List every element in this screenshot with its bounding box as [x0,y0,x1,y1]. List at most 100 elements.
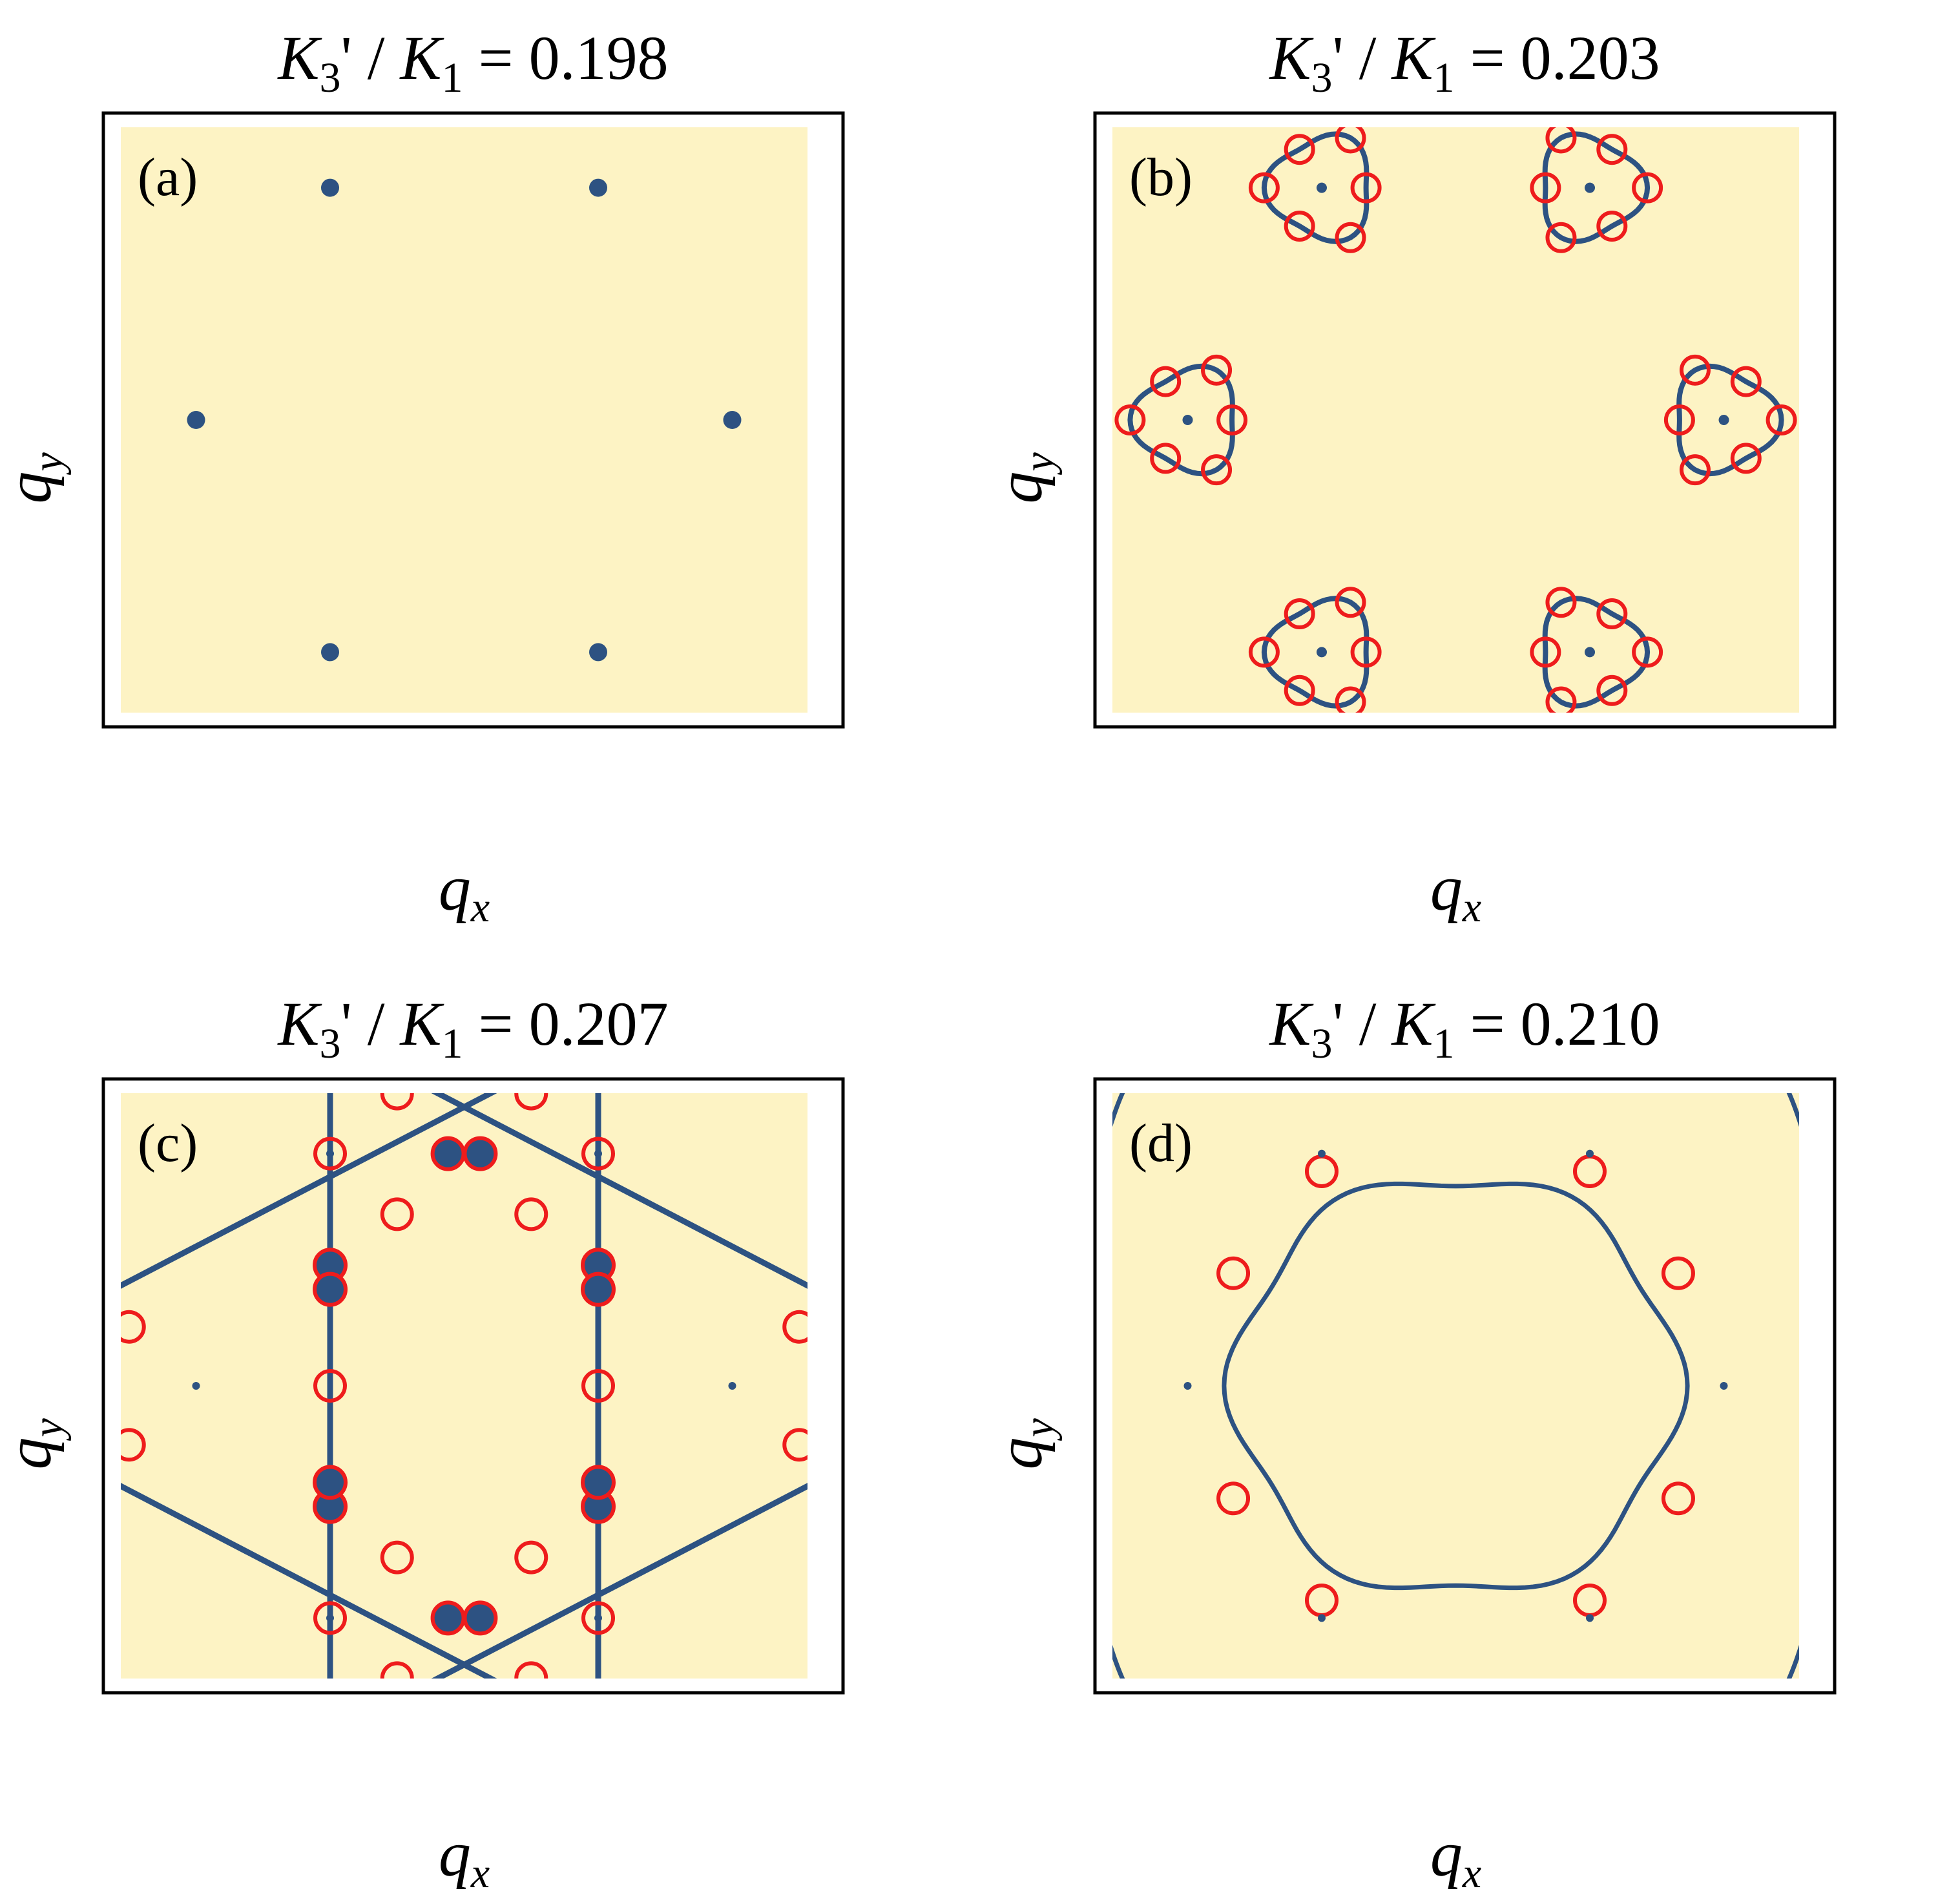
panel-a: (a) K3' / K1 = 0.198 qx qy [0,23,845,931]
open-circle-marker [977,1371,1007,1401]
fermi-pocket-curve [1542,596,1651,709]
x-axis-label: qx [439,852,490,931]
panel-label: (a) [138,147,198,207]
filled-node [432,1138,464,1169]
open-circle-marker [1632,636,1663,668]
open-circle-marker [1335,587,1366,618]
open-circle-marker [581,1465,616,1500]
filled-node [583,1273,614,1305]
plot-area [977,1093,1934,1734]
panel-title: K3' / K1 = 0.207 [276,989,668,1067]
open-circle-marker [782,1428,808,1462]
x-axis-label: qx [1430,1818,1481,1897]
filled-node [464,1602,496,1634]
open-circle-marker [1066,1556,1096,1585]
k-point-marker [1586,1149,1594,1158]
filled-node [985,1370,1016,1401]
open-circle-marker [985,1370,1016,1401]
fermi-pocket-curve [1127,363,1235,477]
open-circle-marker [1284,211,1315,242]
open-circle-marker [1730,366,1762,397]
open-circle-marker [1596,211,1628,242]
open-circle-marker [1248,172,1280,204]
open-circle-marker [1216,1481,1251,1516]
open-circle-marker [1284,675,1315,706]
k-point-marker [723,411,742,429]
k-point-marker [326,1614,334,1622]
central-fermi-surface [1222,1181,1690,1591]
open-circle-marker [1150,443,1182,474]
open-circle-marker [380,1197,414,1231]
panel-title: K3' / K1 = 0.210 [1268,989,1660,1067]
open-circle-marker [1632,172,1663,204]
panel-frame [101,111,845,729]
open-circle-marker [313,1369,347,1403]
open-circle-marker [313,1465,348,1500]
open-circle-marker [1335,222,1366,253]
open-circle-marker [1545,587,1577,618]
y-axis-label: qy [0,1418,72,1470]
open-circle-marker [514,1540,548,1574]
open-circle-marker [1661,1481,1695,1516]
panel-label: (c) [138,1113,198,1173]
filled-node [315,1467,346,1498]
y-axis-label: qy [0,452,72,504]
open-circle-marker [1216,404,1248,435]
k-point-marker [192,1382,200,1390]
open-circle-marker [1596,134,1628,165]
open-circle-marker [313,1136,347,1171]
open-circle-marker [1904,1371,1934,1401]
filled-node [464,1138,496,1169]
filled-node [583,1491,614,1522]
filled-node [583,1719,614,1750]
plot-background [121,1093,808,1679]
open-circle-marker [1248,636,1280,668]
y-axis-label: qy [984,452,1063,504]
open-circle-marker [1663,404,1695,435]
open-circle-marker [313,1271,348,1307]
open-circle-marker [1350,172,1382,204]
open-circle-marker [514,1197,548,1231]
open-circle-marker [1545,686,1577,713]
panel-frame [101,1077,845,1695]
k-point-marker [1585,647,1595,658]
y-axis-label: qy [984,1418,1063,1470]
fermi-pocket-curve [1261,131,1370,244]
open-circle-marker [121,1310,146,1344]
open-circle-marker [1596,675,1628,706]
open-circle-marker [1360,1700,1390,1730]
open-circle-marker [1066,1186,1096,1216]
k-point-marker [1182,415,1193,425]
outer-fermi-surface [1214,1691,1697,1734]
k-point-marker [326,1149,334,1158]
panel-label: (d) [1129,1113,1193,1173]
open-circle-marker [782,1310,808,1344]
open-circle-marker [1201,354,1233,386]
open-circle-marker [514,1661,548,1679]
k-point-marker [594,1614,602,1622]
panel-frame [1093,1077,1837,1695]
filled-node [315,1491,346,1522]
open-circle-marker [1216,1256,1251,1290]
open-circle-marker [313,1601,347,1635]
plot-area [1114,127,1797,713]
open-circle-marker [1679,354,1711,386]
open-circle-marker [1350,636,1382,668]
k-point-marker [1718,415,1729,425]
open-circle-marker [583,1719,614,1750]
panel-title: K3' / K1 = 0.198 [276,23,668,101]
open-circle-marker [1284,598,1315,629]
k-point-marker [1318,1614,1326,1622]
filled-node [315,1273,346,1305]
open-circle-marker [463,1600,498,1636]
k-point-marker [589,643,607,662]
filled-node [583,1250,614,1281]
open-circle-marker [463,1136,498,1171]
open-circle-marker [1730,443,1762,474]
k-point-marker [321,643,339,662]
k-point-marker [589,178,607,197]
k-point-marker [1585,182,1595,193]
open-circle-marker [1530,636,1561,668]
